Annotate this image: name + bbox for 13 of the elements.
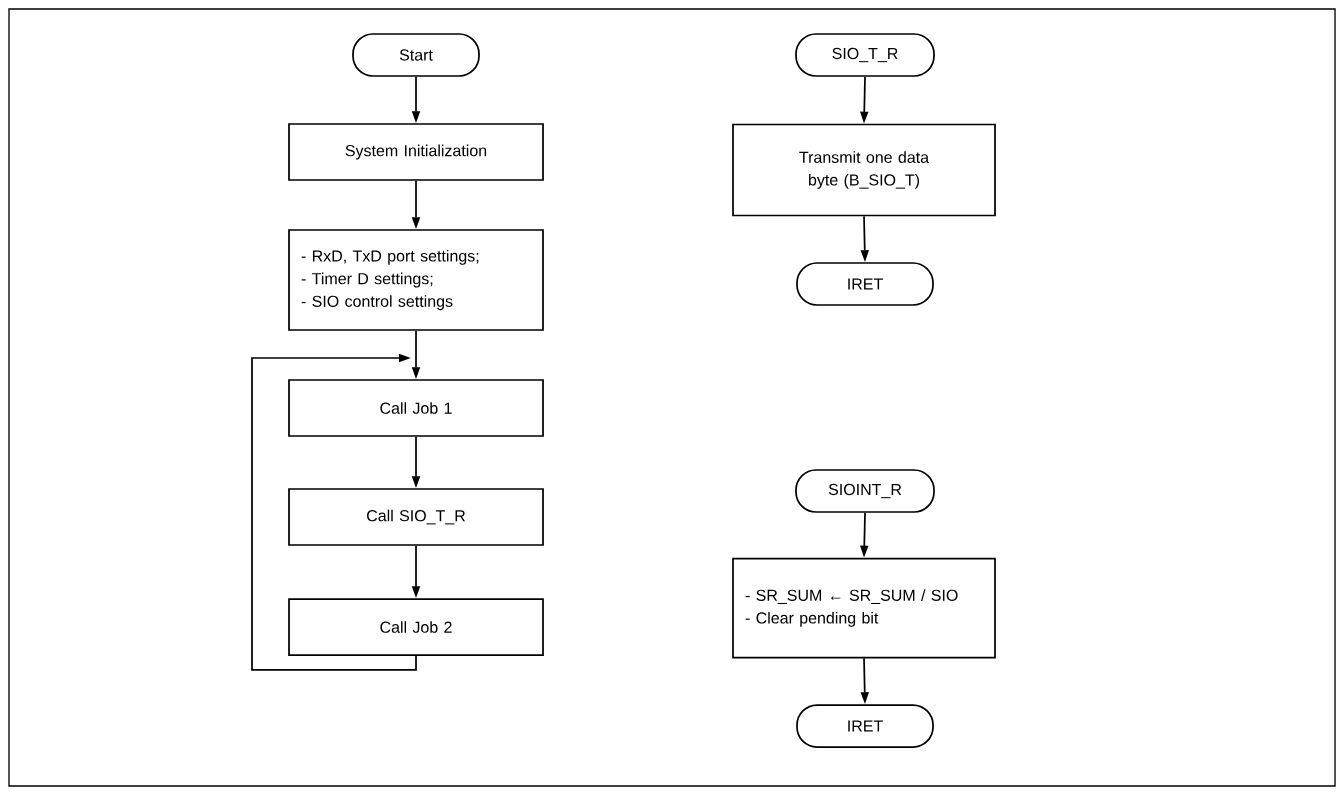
process-box: Call Job 2	[288, 598, 544, 656]
terminal-box: Start	[352, 33, 480, 77]
terminal-box: SIO_T_R	[795, 33, 935, 77]
process-box: - RxD, TxD port settings; - Timer D settings; - SIO control settings	[288, 229, 544, 331]
process-box: Call SIO_T_R	[288, 488, 544, 546]
terminal-box: SIOINT_R	[795, 469, 935, 513]
process-box: System Initialization	[288, 123, 544, 181]
process-box: Call Job 1	[288, 379, 544, 437]
terminal-box: IRET	[796, 262, 934, 306]
terminal-box: IRET	[796, 704, 934, 748]
process-box: - SR_SUM ← SR_SUM / SIO - Clear pending bit	[732, 557, 996, 659]
process-box: Transmit one data byte (B_SIO_T)	[732, 123, 996, 217]
arrow	[251, 353, 417, 671]
